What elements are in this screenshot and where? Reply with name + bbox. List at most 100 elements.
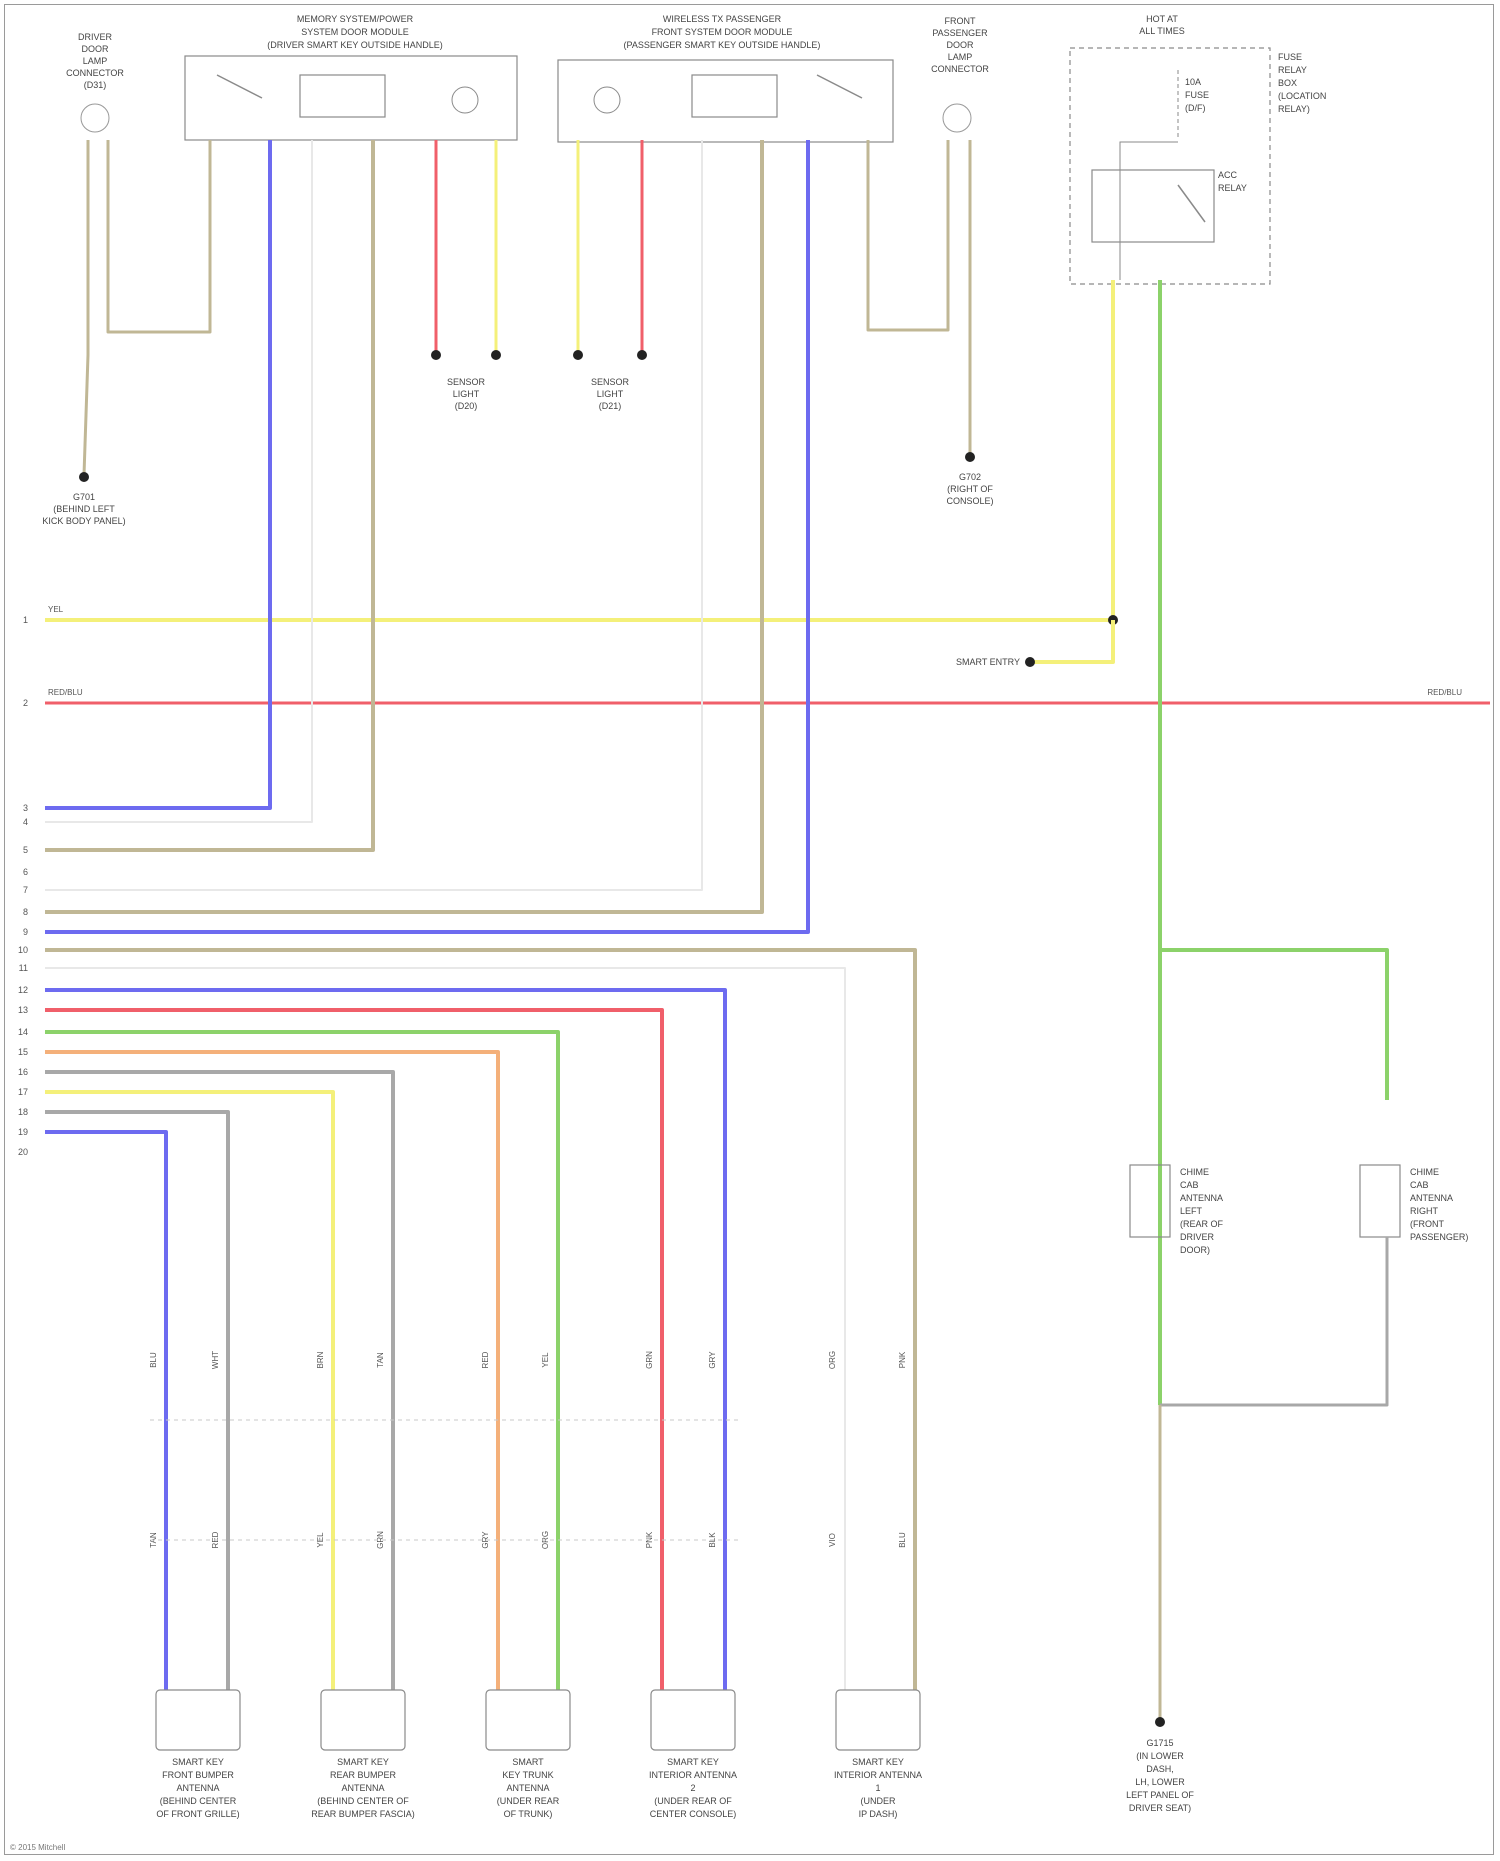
relay-label: ACC xyxy=(1218,170,1238,180)
row-number: 13 xyxy=(18,1005,28,1015)
yellow-bus-label: YEL xyxy=(48,605,64,614)
passenger-lamp-connector-label: PASSENGER xyxy=(932,28,988,38)
relay-contact xyxy=(1178,185,1205,222)
ground-left-label: (BEHIND LEFT xyxy=(53,504,115,514)
driver-lamp-connector-label: DRIVER xyxy=(78,32,113,42)
antenna-module-box xyxy=(321,1690,405,1750)
wire-yellow-rear-a xyxy=(45,1092,333,1690)
sensor-left-label: LIGHT xyxy=(453,389,480,399)
wire-blue-pass-3 xyxy=(45,140,808,932)
passenger-lamp-connector-label: CONNECTOR xyxy=(931,64,989,74)
antenna-module-label: (BEHIND CENTER OF xyxy=(317,1796,409,1806)
antenna-left-label: LEFT xyxy=(1180,1206,1203,1216)
row-number: 5 xyxy=(23,845,28,855)
sensor-left-label: SENSOR xyxy=(447,377,486,387)
sensor-right-label: (D21) xyxy=(599,401,622,411)
row-number: 19 xyxy=(18,1127,28,1137)
ground-left-label: G701 xyxy=(73,492,95,502)
sensor-left-dot-b xyxy=(491,350,501,360)
row-number: 15 xyxy=(18,1047,28,1057)
antenna-module-label: REAR BUMPER FASCIA) xyxy=(311,1809,415,1819)
antenna-module-label: SMART KEY xyxy=(337,1757,389,1767)
driver-module-title: SYSTEM DOOR MODULE xyxy=(301,27,409,37)
antenna-right-label: CHIME xyxy=(1410,1167,1439,1177)
antenna-module-label: 2 xyxy=(690,1783,695,1793)
antenna-module-label: FRONT BUMPER xyxy=(162,1770,234,1780)
wire-gray-front-b xyxy=(45,1112,228,1690)
ground-right-label: (RIGHT OF xyxy=(947,484,993,494)
antenna-left-label: ANTENNA xyxy=(1180,1193,1223,1203)
passenger-module-title: (PASSENGER SMART KEY OUTSIDE HANDLE) xyxy=(624,40,821,50)
driver-module-box xyxy=(185,56,517,140)
bottom-ground-label: DRIVER SEAT) xyxy=(1129,1803,1191,1813)
wire-code-label: RED xyxy=(481,1351,490,1368)
relay-box xyxy=(1092,170,1214,242)
passenger-lamp-connector-label: FRONT xyxy=(945,16,976,26)
passenger-lock-actuator xyxy=(594,87,620,113)
wire-green-branch xyxy=(1160,950,1387,1100)
wire-code-label: GRN xyxy=(645,1351,654,1369)
smart-entry-label: SMART ENTRY xyxy=(956,657,1020,667)
passenger-module-title: WIRELESS TX PASSENGER xyxy=(663,14,782,24)
antenna-module-label: OF TRUNK) xyxy=(504,1809,553,1819)
ground-g1715 xyxy=(1155,1717,1165,1727)
antenna-module-box xyxy=(836,1690,920,1750)
smart-entry-dot xyxy=(1025,657,1035,667)
antenna-module-label: (UNDER REAR xyxy=(497,1796,560,1806)
antenna-module-label: KEY TRUNK xyxy=(502,1770,553,1780)
antenna-module-box xyxy=(651,1690,735,1750)
wire-blue-int2-b xyxy=(45,990,725,1690)
antenna-left-label: CHIME xyxy=(1180,1167,1209,1177)
antenna-module-label: SMART KEY xyxy=(667,1757,719,1767)
bottom-ground-label: G1715 xyxy=(1146,1738,1173,1748)
antenna-module-label: 1 xyxy=(875,1783,880,1793)
driver-lamp-symbol xyxy=(81,104,109,132)
relay-area-label: RELAY xyxy=(1278,65,1307,75)
antenna-right-label: RIGHT xyxy=(1410,1206,1439,1216)
antenna-right-label: (FRONT xyxy=(1410,1219,1444,1229)
wire-pass-lamp-module xyxy=(868,140,948,330)
row-number: 10 xyxy=(18,945,28,955)
ground-g701 xyxy=(79,472,89,482)
driver-lamp-connector-label: DOOR xyxy=(82,44,110,54)
fuse-relay-box xyxy=(1070,48,1270,284)
wire-code-label: BLU xyxy=(898,1532,907,1548)
relay-area-label: RELAY) xyxy=(1278,104,1310,114)
antenna-module-label: IP DASH) xyxy=(859,1809,898,1819)
row-number: 17 xyxy=(18,1087,28,1097)
fuse-label: 10A xyxy=(1185,77,1201,87)
hot-at-all-times-label: ALL TIMES xyxy=(1139,26,1185,36)
antenna-module-label: ANTENNA xyxy=(176,1783,219,1793)
driver-module-ecu xyxy=(300,75,385,117)
wire-code-label: BLU xyxy=(149,1352,158,1368)
antenna-module-box xyxy=(486,1690,570,1750)
antenna-module-label: ANTENNA xyxy=(341,1783,384,1793)
passenger-switch xyxy=(817,75,862,98)
row-number: 11 xyxy=(19,963,28,973)
wire-orange-trunk-a xyxy=(45,1052,498,1690)
wire-code-label: WHT xyxy=(211,1351,220,1369)
row-number: 7 xyxy=(23,885,28,895)
antenna-right-label: ANTENNA xyxy=(1410,1193,1453,1203)
antenna-left-label: DOOR) xyxy=(1180,1245,1210,1255)
red-bus-label-left: RED/BLU xyxy=(48,688,83,697)
wire-code-label: ORG xyxy=(828,1351,837,1369)
wire-tan-pass-2 xyxy=(45,140,762,912)
bottom-ground-label: LEFT PANEL OF xyxy=(1126,1790,1194,1800)
hot-at-all-times-label: HOT AT xyxy=(1146,14,1178,24)
wire-code-label: VIO xyxy=(828,1533,837,1547)
bottom-ground-label: LH, LOWER xyxy=(1135,1777,1185,1787)
relay-area-label: (LOCATION xyxy=(1278,91,1326,101)
antenna-left-label: DRIVER xyxy=(1180,1232,1215,1242)
passenger-module-ecu xyxy=(692,75,777,117)
driver-module-title: MEMORY SYSTEM/POWER xyxy=(297,14,414,24)
sensor-right-dot-b xyxy=(637,350,647,360)
wire-smart-entry xyxy=(1030,620,1113,662)
antenna-module-label: (UNDER REAR OF xyxy=(654,1796,732,1806)
antenna-module-label: SMART xyxy=(512,1757,544,1767)
relay-area-label: FUSE xyxy=(1278,52,1302,62)
row-number: 12 xyxy=(18,985,28,995)
ground-left-label: KICK BODY PANEL) xyxy=(42,516,125,526)
sensor-right-label: LIGHT xyxy=(597,389,624,399)
